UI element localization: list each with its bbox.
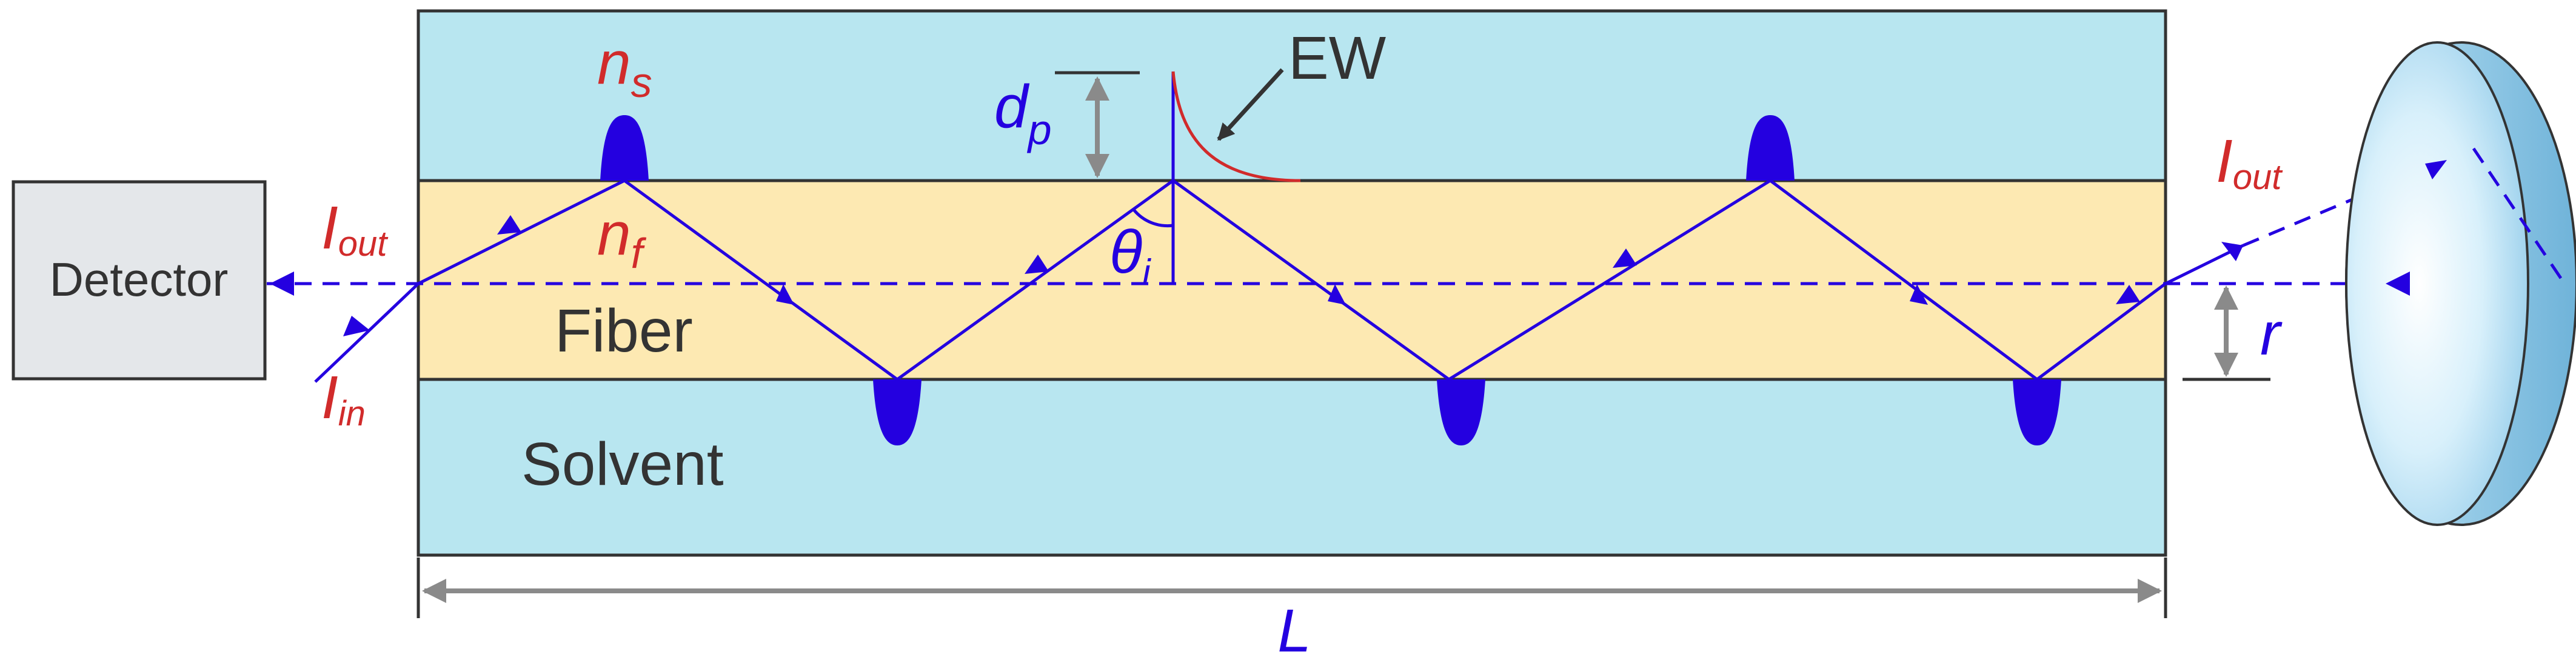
- fiber-core: [417, 179, 2167, 381]
- dp-label: dp: [994, 73, 1052, 153]
- evanescent-wave-lobe-icon: [1437, 379, 1485, 445]
- arrowhead-icon: [1910, 284, 1928, 305]
- evanescent-wave-lobe-icon: [1746, 115, 1795, 181]
- ray-direction-arrows: [497, 215, 2140, 305]
- arrowhead-icon: [2116, 285, 2140, 304]
- arrowhead-icon: [776, 284, 794, 305]
- ns-label: ns: [597, 29, 652, 106]
- length-label: L: [1277, 597, 1311, 663]
- evanescent-wave-lobe-icon: [2013, 379, 2061, 445]
- detector-label: Detector: [50, 253, 229, 306]
- evanescent-wave-lobe-icon: [600, 115, 649, 181]
- arrowhead-icon: [1025, 255, 1049, 274]
- arrowhead-icon: [497, 215, 521, 235]
- arrowhead-icon: [2386, 272, 2410, 296]
- nf-label: nf: [597, 200, 647, 277]
- iin-label: Iin: [321, 364, 366, 433]
- evanescent-wave-lobe-icon: [873, 379, 922, 445]
- ew-pointer-arrow: [1217, 68, 1284, 141]
- fiber-label: Fiber: [555, 297, 693, 365]
- arrowhead-icon: [343, 316, 370, 336]
- arrowhead-icon: [1328, 284, 1346, 305]
- incidence-angle-arc: [1132, 208, 1174, 228]
- iout-right-label: Iout: [2216, 127, 2283, 197]
- light-ray-zigzag: [417, 178, 2167, 382]
- solvent-label: Solvent: [521, 430, 724, 498]
- iout-left-label: Iout: [321, 194, 389, 264]
- detector-box: [12, 180, 267, 381]
- evanescent-wave-decay-curve: [1171, 71, 1301, 182]
- lens-icon: [2345, 41, 2576, 526]
- evanescent-lobes-bottom: [873, 379, 2061, 445]
- axis-arrowhead-left: [270, 272, 294, 296]
- input-ray: [314, 282, 420, 383]
- ew-label: EW: [1288, 24, 1387, 92]
- evanescent-lobes-top: [600, 115, 1795, 181]
- r-label: r: [2260, 300, 2283, 368]
- arrowhead-icon: [2221, 242, 2243, 261]
- arrowhead-icon: [1613, 248, 1637, 268]
- theta-label: θi: [1109, 218, 1151, 293]
- arrowhead-icon: [2425, 160, 2447, 179]
